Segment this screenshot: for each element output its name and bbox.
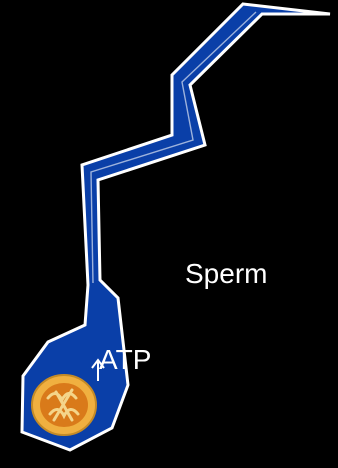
sperm-body — [20, 2, 331, 452]
arrow-up-icon — [91, 358, 105, 381]
atp-label: ATP — [99, 344, 151, 375]
sperm-label: Sperm — [185, 258, 267, 289]
mitochondrion-icon — [31, 374, 97, 436]
tail-inner-line — [90, 11, 257, 284]
